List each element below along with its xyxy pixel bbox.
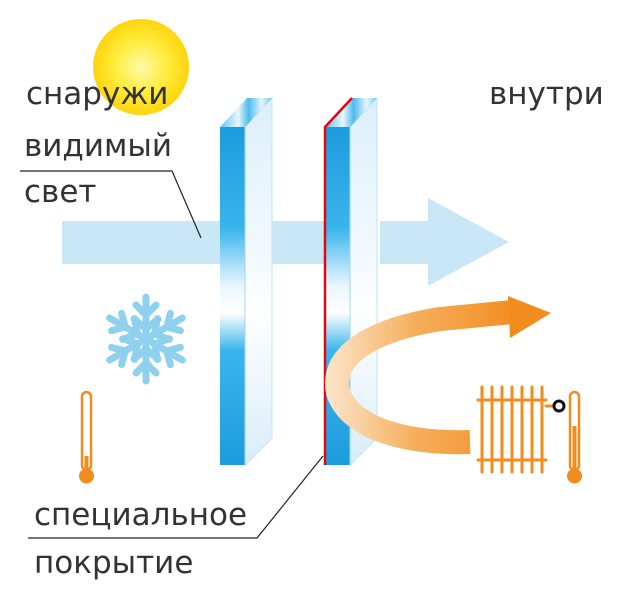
- outside-label: снаружи: [26, 79, 168, 110]
- thermometer-icon: [79, 392, 94, 484]
- visible-light-label-line1: видимый: [24, 131, 172, 162]
- visible-light-label-line2: свет: [24, 177, 96, 208]
- snowflake-icon: [104, 297, 189, 381]
- coating-label-line2: покрытие: [34, 548, 193, 579]
- radiator-icon: [478, 387, 564, 472]
- coating-label-line1: специальное: [34, 500, 247, 531]
- left-glass-pane: [220, 98, 272, 465]
- thermometer-icon: [567, 392, 582, 484]
- inside-label: внутри: [489, 79, 604, 110]
- light-arrow-icon: [62, 198, 509, 286]
